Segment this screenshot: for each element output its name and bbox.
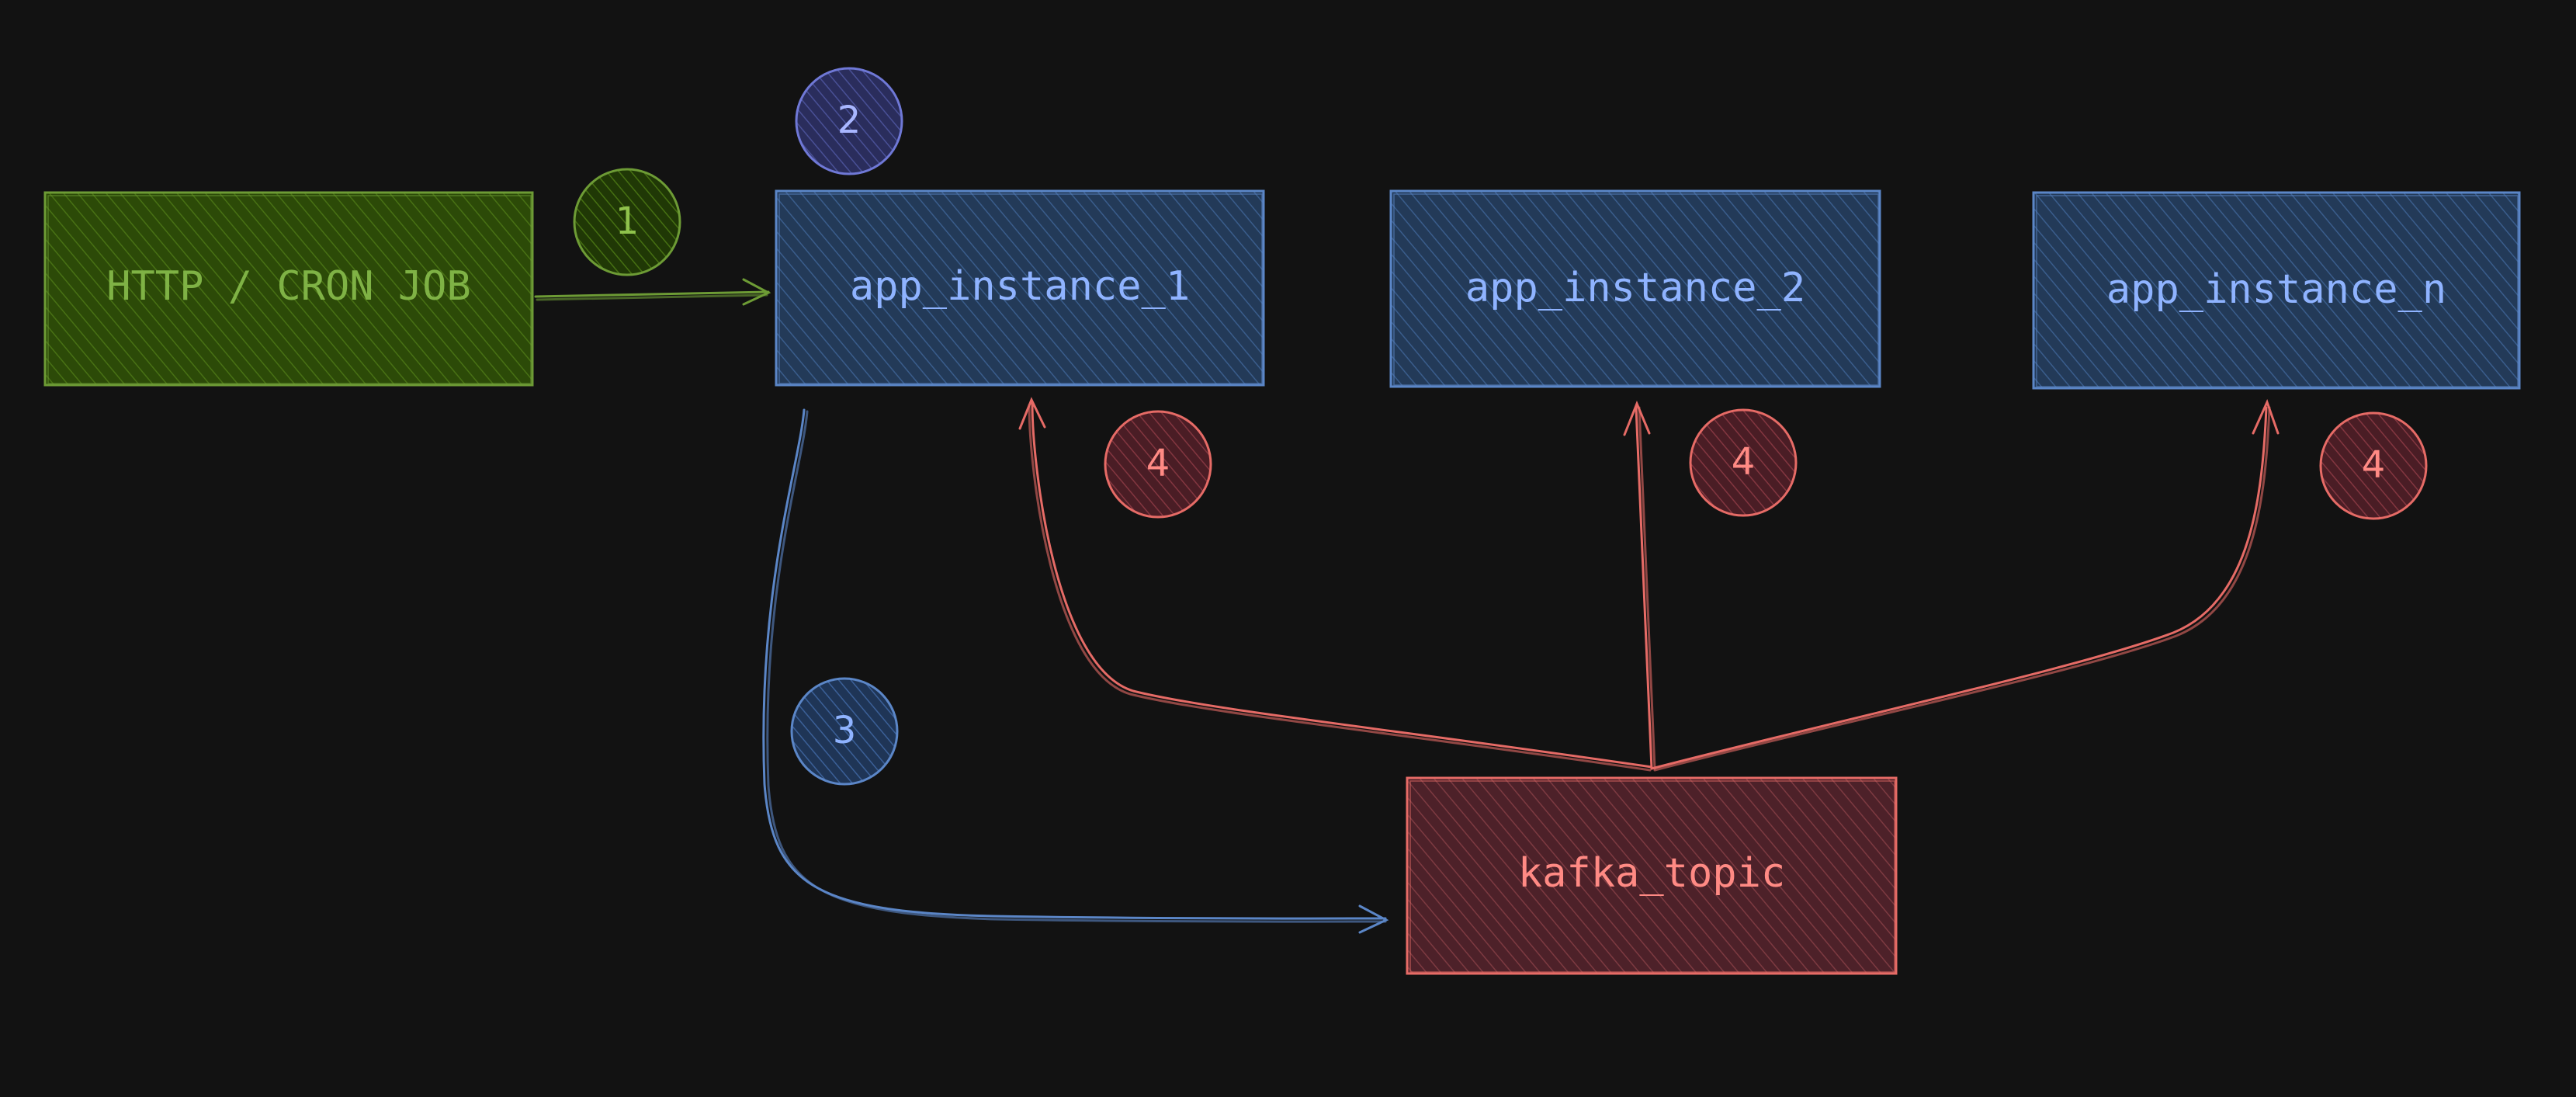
step-badge-2: 2	[795, 67, 903, 175]
arrow-app1-to-kafka	[762, 408, 1389, 934]
arrow-kafka-to-appn	[1650, 398, 2280, 772]
node-app-instance-n[interactable]: app_instance_n	[2032, 191, 2521, 390]
node-app-instance-2[interactable]: app_instance_2	[1389, 189, 1881, 388]
node-label-app2: app_instance_2	[1465, 265, 1805, 311]
step-badge-4-app2: 4	[1689, 408, 1798, 517]
node-label-source: HTTP / CRON JOB	[106, 263, 471, 310]
arrow-kafka-to-app2	[1623, 401, 1656, 770]
node-kafka-topic[interactable]: kafka_topic	[1406, 776, 1898, 975]
node-app-instance-1[interactable]: app_instance_1	[775, 189, 1265, 387]
node-http-cron-job[interactable]: HTTP / CRON JOB	[43, 191, 534, 387]
step-badge-1: 1	[573, 168, 681, 276]
step-label-1: 1	[615, 200, 640, 243]
node-label-kafka: kafka_topic	[1518, 850, 1785, 897]
step-label-4-app1: 4	[1146, 442, 1170, 485]
node-label-app1: app_instance_1	[850, 263, 1190, 310]
step-label-2: 2	[837, 99, 862, 142]
step-label-4-app2: 4	[1732, 440, 1756, 484]
arrow-kafka-to-app1	[1018, 397, 1653, 772]
step-badge-4-app1: 4	[1104, 410, 1212, 519]
step-badge-4-appn: 4	[2319, 411, 2428, 520]
node-label-appn: app_instance_n	[2106, 266, 2446, 313]
arrow-source-to-app1	[534, 278, 771, 306]
step-label-3: 3	[833, 709, 857, 752]
step-badge-3: 3	[790, 677, 899, 786]
step-label-4-appn: 4	[2362, 443, 2386, 487]
